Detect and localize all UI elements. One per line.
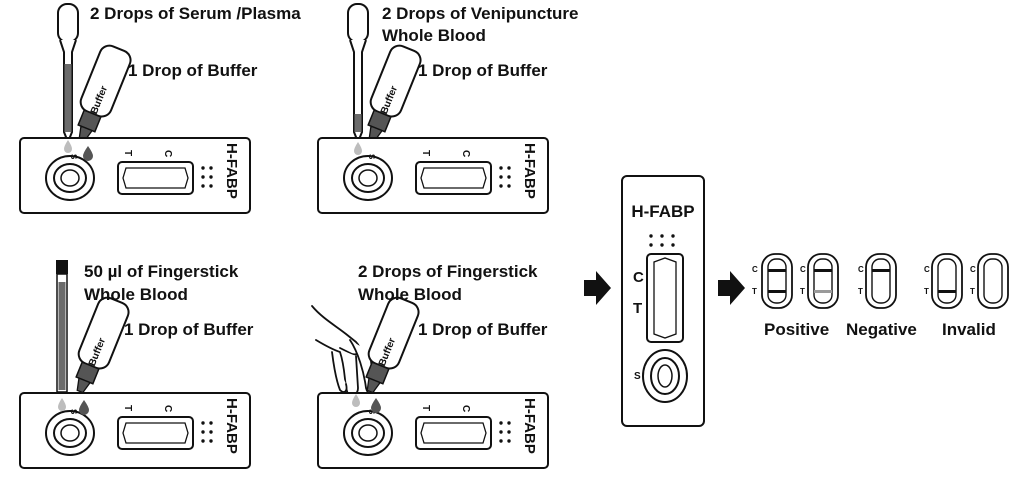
buffer-instruction: 1 Drop of Buffer bbox=[124, 320, 254, 339]
well-mark-t: T bbox=[420, 150, 431, 156]
test-cassette: S T C H-FABP bbox=[19, 137, 251, 214]
panel-venipuncture: Buffer S T C H-FABP 2 Drops of Venipunct… bbox=[317, 3, 578, 214]
well-mark-c: C bbox=[162, 405, 173, 412]
arrow-right-icon bbox=[718, 271, 745, 305]
well-mark-t: T bbox=[122, 405, 133, 411]
finger-icon bbox=[311, 305, 375, 397]
result-device: H-FABP C T S bbox=[621, 175, 705, 427]
buffer-instruction: 1 Drop of Buffer bbox=[418, 320, 548, 339]
drop-instruction-line2: Whole Blood bbox=[358, 285, 462, 304]
buffer-instruction: 1 Drop of Buffer bbox=[418, 61, 548, 80]
dots bbox=[649, 234, 675, 247]
result-device-name: H-FABP bbox=[631, 202, 694, 221]
drop-instruction: 2 Drops of Serum /Plasma bbox=[90, 4, 301, 23]
t-mark: T bbox=[924, 287, 929, 296]
test-cassette: S T C H-FABP bbox=[19, 392, 251, 469]
buffer-bottle-icon: Buffer bbox=[66, 41, 135, 147]
capillary-tube-icon bbox=[56, 260, 68, 393]
result-window-positive-weak: C T bbox=[800, 253, 839, 309]
drop-instruction-line2: Whole Blood bbox=[84, 285, 188, 304]
well-mark-c: C bbox=[162, 150, 173, 157]
sample-well bbox=[642, 349, 688, 403]
c-mark: C bbox=[800, 265, 806, 274]
sample-drop-icon bbox=[354, 142, 362, 155]
panel-fingerstick-drops: Buffer S T C H-FABP 2 Drops of Fingersti… bbox=[311, 262, 549, 469]
c-mark: C bbox=[924, 265, 930, 274]
well-mark-t: T bbox=[122, 150, 133, 156]
t-mark: T bbox=[858, 287, 863, 296]
positive-label: Positive bbox=[764, 320, 829, 339]
device-name: H-FABP bbox=[521, 398, 538, 454]
well-mark-s: S bbox=[69, 409, 78, 415]
invalid-label: Invalid bbox=[942, 320, 996, 339]
buffer-drop-icon bbox=[83, 146, 93, 161]
c-mark: C bbox=[858, 265, 864, 274]
t-mark: T bbox=[752, 287, 757, 296]
device-name: H-FABP bbox=[223, 143, 240, 199]
result-window-invalid-none: C T bbox=[970, 253, 1009, 309]
buffer-bottle-icon: Buffer bbox=[354, 293, 423, 399]
result-window bbox=[646, 253, 684, 343]
drop-instruction-line2: Whole Blood bbox=[382, 26, 486, 45]
result-window-invalid-t-only: C T bbox=[924, 253, 963, 309]
panel-serum-plasma: Buffer S T C H-FABP 2 Drops of Serum /Pl… bbox=[19, 3, 301, 214]
arrow-right-icon bbox=[584, 271, 611, 305]
drop-instruction: 2 Drops of Fingerstick bbox=[358, 262, 538, 281]
negative-label: Negative bbox=[846, 320, 917, 339]
device-name: H-FABP bbox=[223, 398, 240, 454]
well-mark-s: S bbox=[69, 154, 78, 160]
well-mark-t: T bbox=[420, 405, 431, 411]
well-mark-s: S bbox=[367, 154, 376, 160]
well-mark-c: C bbox=[460, 405, 471, 412]
t-mark: T bbox=[800, 287, 805, 296]
buffer-drop-icon bbox=[79, 400, 89, 415]
buffer-bottle-icon: Buffer bbox=[356, 41, 425, 147]
result-window-negative: C T bbox=[858, 253, 897, 309]
well-mark-s: S bbox=[367, 409, 376, 415]
test-cassette: S T C H-FABP bbox=[317, 392, 549, 469]
t-mark: T bbox=[970, 287, 975, 296]
drop-instruction: 2 Drops of Venipuncture bbox=[382, 4, 578, 23]
c-mark: C bbox=[970, 265, 976, 274]
c-mark: C bbox=[752, 265, 758, 274]
sample-drop-icon bbox=[352, 394, 360, 407]
buffer-instruction: 1 Drop of Buffer bbox=[128, 61, 258, 80]
result-window-positive-strong: C T bbox=[752, 253, 793, 309]
well-mark-c: C bbox=[460, 150, 471, 157]
sample-drop-icon bbox=[58, 398, 66, 411]
sample-drop-icon bbox=[64, 140, 72, 153]
buffer-drop-icon bbox=[371, 398, 381, 413]
buffer-bottle-icon: Buffer bbox=[64, 293, 133, 399]
t-label: T bbox=[633, 300, 642, 317]
panel-fingerstick-capillary: Buffer S T C H-FABP 50 µl of Fingerstick… bbox=[19, 260, 254, 469]
c-label: C bbox=[633, 269, 644, 286]
dropper-icon bbox=[57, 3, 79, 143]
drop-instruction: 50 µl of Fingerstick bbox=[84, 262, 239, 281]
s-label: S bbox=[634, 371, 641, 382]
test-cassette: S T C H-FABP bbox=[317, 137, 549, 214]
dropper-icon bbox=[347, 3, 369, 143]
device-name: H-FABP bbox=[521, 143, 538, 199]
